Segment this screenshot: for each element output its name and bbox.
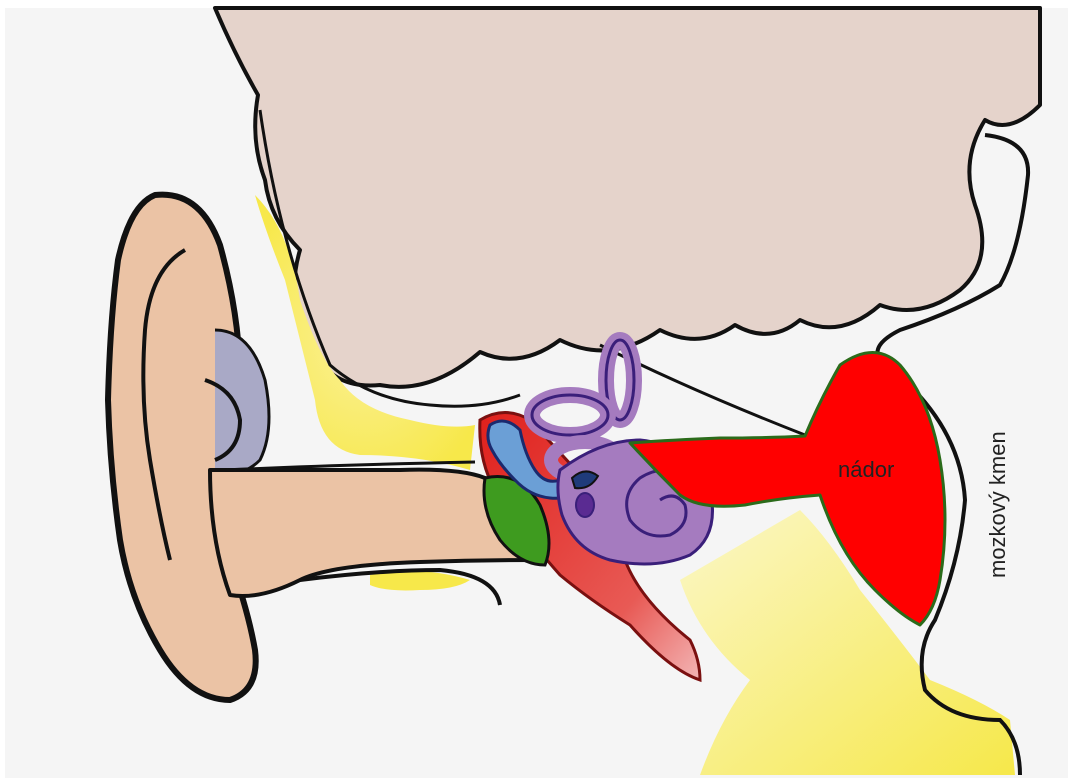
brainstem-label: mozkový kmen <box>985 431 1010 578</box>
tumor-label: nádor <box>838 457 894 482</box>
